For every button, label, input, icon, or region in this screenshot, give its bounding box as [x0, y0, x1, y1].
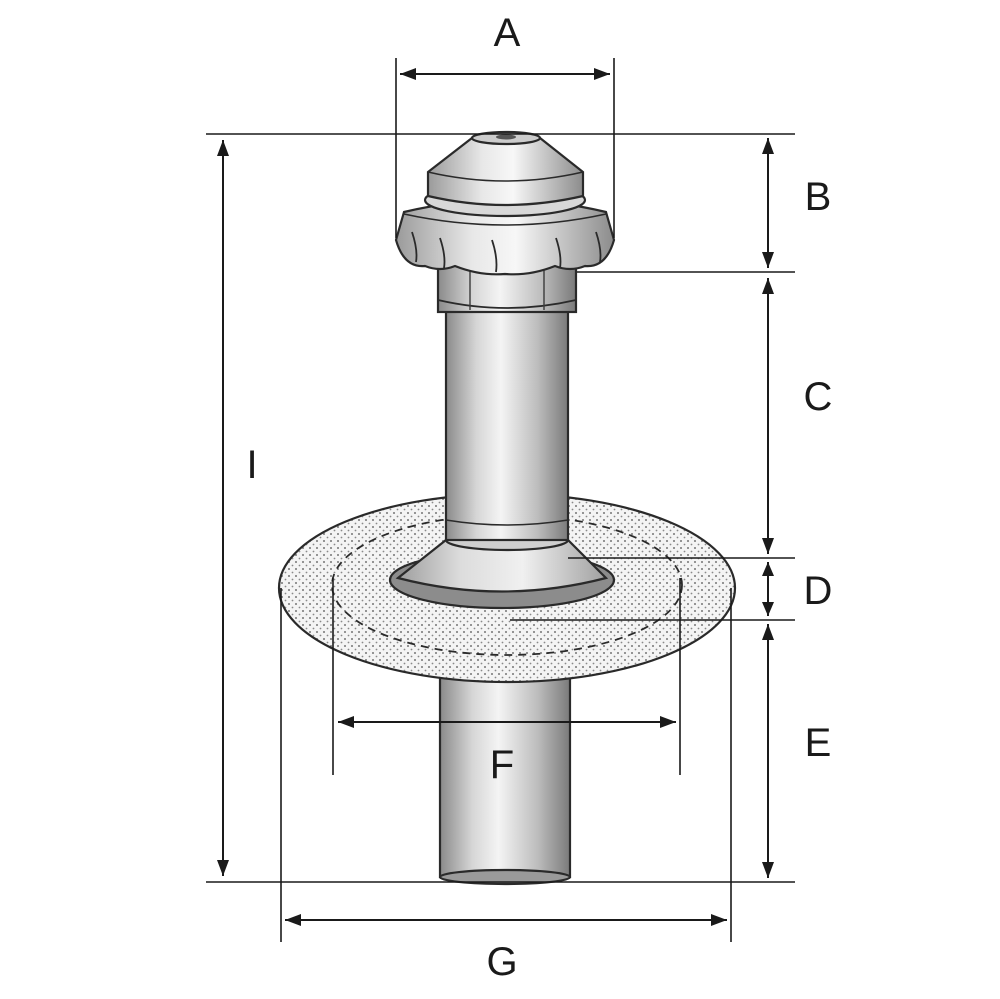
- label-d: D: [804, 569, 833, 613]
- label-f: F: [490, 743, 514, 787]
- label-c: C: [804, 375, 833, 419]
- label-i: I: [246, 443, 257, 487]
- label-g: G: [486, 940, 517, 984]
- label-b: B: [805, 175, 832, 219]
- dimension-lines: [206, 58, 795, 942]
- main-pipe: [444, 298, 570, 542]
- lower-pipe: [438, 653, 572, 886]
- label-a: A: [494, 11, 521, 55]
- label-e: E: [805, 721, 832, 765]
- vent-cap: [394, 130, 616, 276]
